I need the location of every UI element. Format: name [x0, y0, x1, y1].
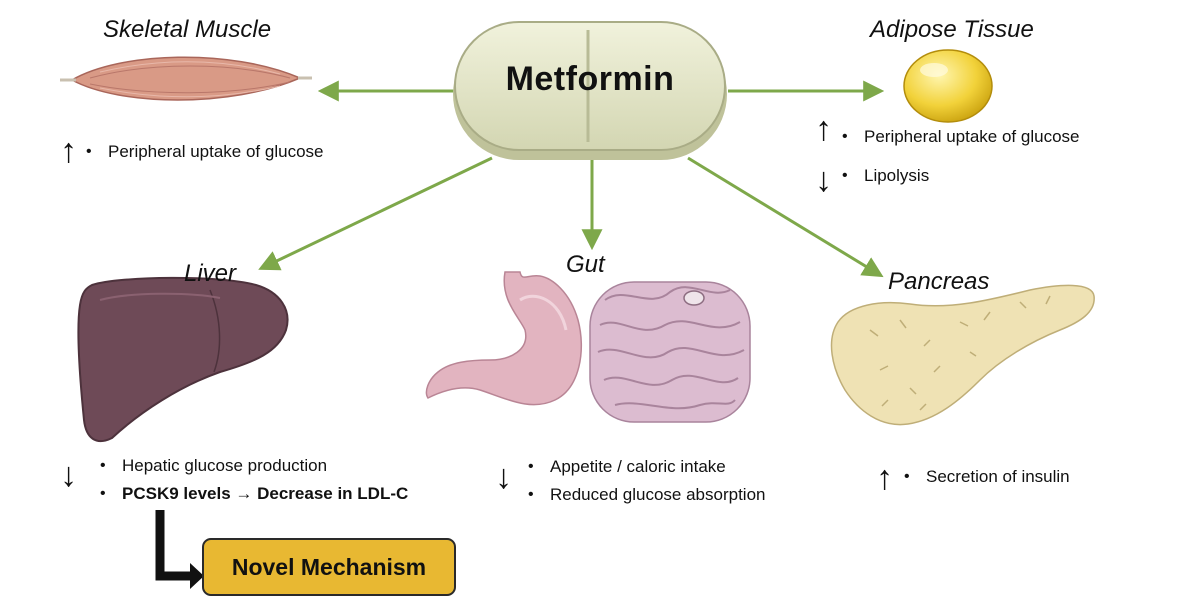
effect-text-pcsk9: PCSK9 levels → Decrease in LDL-C — [122, 484, 409, 503]
liver-title: Liver — [184, 260, 237, 287]
adipose-fat-droplet-icon — [903, 49, 993, 123]
list-item: • Lipolysis — [842, 162, 1079, 190]
skeletal-muscle-effects: • Peripheral uptake of glucose — [86, 138, 323, 166]
effect-text: Secretion of insulin — [926, 467, 1070, 486]
bullet: • — [528, 486, 534, 503]
adipose-tissue-title: Adipose Tissue — [870, 16, 1034, 43]
skeletal-muscle-up-arrow-icon: ↑ — [60, 132, 77, 170]
bullet: • — [904, 468, 910, 485]
arrow-to-liver — [258, 156, 493, 271]
bullet: • — [100, 457, 106, 474]
effect-text: Lipolysis — [864, 166, 930, 185]
adipose-tissue-effects: • Peripheral uptake of glucose • Lipolys… — [842, 123, 1079, 190]
bullet: • — [100, 485, 106, 502]
effect-text: Peripheral uptake of glucose — [864, 127, 1080, 146]
bullet: • — [86, 143, 92, 160]
gut-down-arrow-icon: ↓ — [495, 458, 512, 496]
list-item: • Hepatic glucose production — [100, 452, 408, 480]
bullet: • — [528, 458, 534, 475]
pancreas-up-arrow-icon: ↑ — [876, 459, 893, 497]
adipose-up-arrow-icon: ↑ — [815, 110, 832, 148]
effect-text: Peripheral uptake of glucose — [108, 142, 324, 161]
gut-title: Gut — [566, 251, 605, 278]
bullet: • — [842, 128, 848, 145]
novel-mechanism-box: Novel Mechanism — [202, 538, 456, 596]
novel-mechanism-arrow — [155, 510, 204, 589]
list-item: • Secretion of insulin — [904, 463, 1070, 491]
list-item: • Peripheral uptake of glucose — [86, 138, 323, 166]
liver-icon — [77, 276, 289, 443]
effect-text: Hepatic glucose production — [122, 456, 328, 475]
arrow-to-pancreas — [687, 156, 884, 278]
skeletal-muscle-icon — [60, 56, 312, 101]
list-item: • PCSK9 levels → Decrease in LDL-C — [100, 480, 408, 508]
pancreas-title: Pancreas — [888, 268, 990, 295]
metformin-label: Metformin — [505, 60, 675, 98]
list-item: • Peripheral uptake of glucose — [842, 123, 1079, 151]
stomach-icon — [425, 271, 583, 406]
skeletal-muscle-title: Skeletal Muscle — [103, 16, 272, 43]
effect-text: Appetite / caloric intake — [550, 457, 726, 476]
list-item: • Appetite / caloric intake — [528, 453, 765, 481]
intestine-icon — [589, 281, 751, 423]
adipose-down-arrow-icon: ↓ — [815, 161, 832, 199]
novel-mechanism-label: Novel Mechanism — [231, 553, 427, 580]
pancreas-effects: • Secretion of insulin — [904, 463, 1070, 491]
liver-effects: • Hepatic glucose production • PCSK9 lev… — [100, 452, 408, 508]
list-item: • Reduced glucose absorption — [528, 481, 765, 509]
bullet: • — [842, 167, 848, 184]
effect-text: Reduced glucose absorption — [550, 485, 766, 504]
liver-down-arrow-icon: ↓ — [60, 456, 77, 494]
gut-effects: • Appetite / caloric intake • Reduced gl… — [528, 453, 765, 509]
metformin-pill-icon — [453, 21, 727, 160]
pancreas-icon — [830, 284, 1095, 426]
